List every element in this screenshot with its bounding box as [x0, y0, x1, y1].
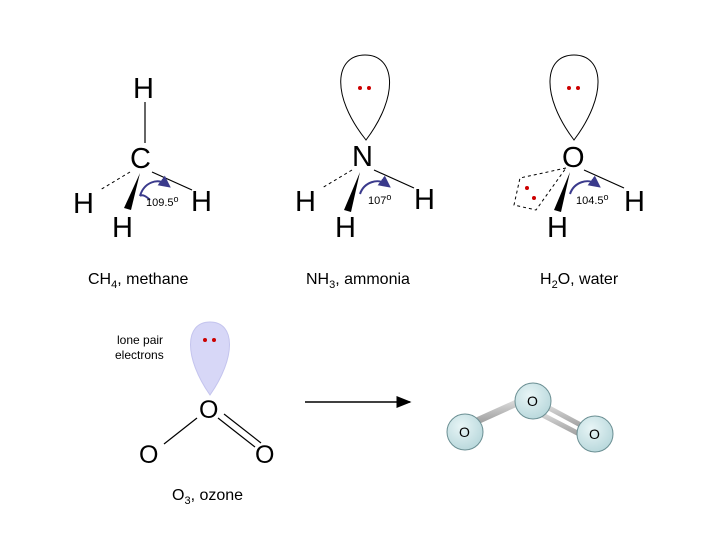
- water-lone-pair-dot-2: [576, 86, 580, 90]
- ozone-bond-single: [163, 417, 198, 445]
- ozone-atom-top-o: O: [199, 396, 218, 424]
- water-angle-arrow: [569, 175, 601, 195]
- ball-atom-right: [576, 415, 614, 453]
- ammonia-lone-pair-dot-2: [367, 86, 371, 90]
- methane-atom-top-h: H: [133, 73, 154, 105]
- ozone-lone-pair-dot-2: [212, 338, 216, 342]
- ozone-lone-pair-dot-1: [203, 338, 207, 342]
- ammonia-bond-front-wedge: [344, 172, 360, 212]
- ball-atom-top-label: O: [527, 393, 538, 409]
- ammonia-atom-right-h: H: [414, 184, 435, 216]
- ball-stick-model: O O O: [446, 382, 614, 453]
- ozone-group: lone pair electrons O O O O3, ozone: [115, 321, 274, 507]
- water-back-dot-1: [525, 186, 529, 190]
- ammonia-atom-front-h: H: [335, 212, 356, 244]
- ammonia-lone-pair-lobe: [340, 54, 390, 141]
- ball-atom-left: [446, 413, 484, 451]
- ammonia-bond-right: [373, 169, 415, 189]
- ammonia-angle-label: 107o: [368, 192, 391, 207]
- methane-atom-c: C: [130, 143, 151, 175]
- ammonia-atom-n: N: [352, 141, 373, 173]
- water-back-dot-2: [532, 196, 536, 200]
- ozone-caption: O3, ozone: [172, 487, 243, 507]
- water-angle-label: 104.5o: [576, 192, 609, 207]
- methane-angle-arrow-tail: [139, 194, 151, 201]
- water-atom-right-h: H: [624, 186, 645, 218]
- methane-group: H C H H H 109.5o CH4, methane: [73, 73, 212, 291]
- water-lone-pair-lobe-top: [549, 54, 599, 141]
- ammonia-angle-arrow: [359, 175, 391, 195]
- ozone-atom-right-o: O: [255, 441, 274, 469]
- water-caption: H2O, water: [540, 271, 619, 291]
- water-atom-front-h: H: [547, 212, 568, 244]
- methane-atom-right-h: H: [191, 186, 212, 218]
- methane-atom-front-h: H: [112, 212, 133, 244]
- water-lone-pair-dot-1: [567, 86, 571, 90]
- methane-atom-left-h: H: [73, 188, 94, 220]
- ozone-bond-double-2: [223, 413, 262, 444]
- methane-angle-label: 109.5o: [146, 194, 179, 209]
- ozone-lone-pair-lobe: [190, 321, 230, 396]
- ammonia-lone-pair-dot-1: [358, 86, 362, 90]
- ozone-lone-pair-label-line1: lone pair: [117, 333, 163, 347]
- methane-caption: CH4, methane: [88, 271, 188, 291]
- water-group: O H H 104.5o H2O, water: [513, 54, 645, 291]
- methane-bond-right: [151, 171, 193, 191]
- ozone-lone-pair-label-line2: electrons: [115, 348, 164, 362]
- methane-bond-front-wedge: [124, 173, 140, 210]
- ozone-atom-left-o: O: [139, 441, 158, 469]
- ammonia-bond-left-dashed: [321, 169, 353, 189]
- ammonia-caption: NH3, ammonia: [306, 271, 410, 291]
- water-atom-o: O: [562, 142, 585, 174]
- methane-angle-arrow: [139, 175, 171, 197]
- water-bond-front-wedge: [554, 172, 570, 212]
- methane-bond-left-dashed: [99, 171, 131, 191]
- ammonia-atom-left-h: H: [295, 186, 316, 218]
- ball-atom-top: [514, 382, 552, 420]
- ozone-bond-double-1: [217, 417, 256, 448]
- water-lone-pair-lobe-back: [513, 167, 568, 211]
- water-bond-right: [583, 169, 625, 189]
- ball-atom-left-label: O: [459, 424, 470, 440]
- ammonia-group: N H H H 107o NH3, ammonia: [295, 54, 435, 291]
- ball-atom-right-label: O: [589, 426, 600, 442]
